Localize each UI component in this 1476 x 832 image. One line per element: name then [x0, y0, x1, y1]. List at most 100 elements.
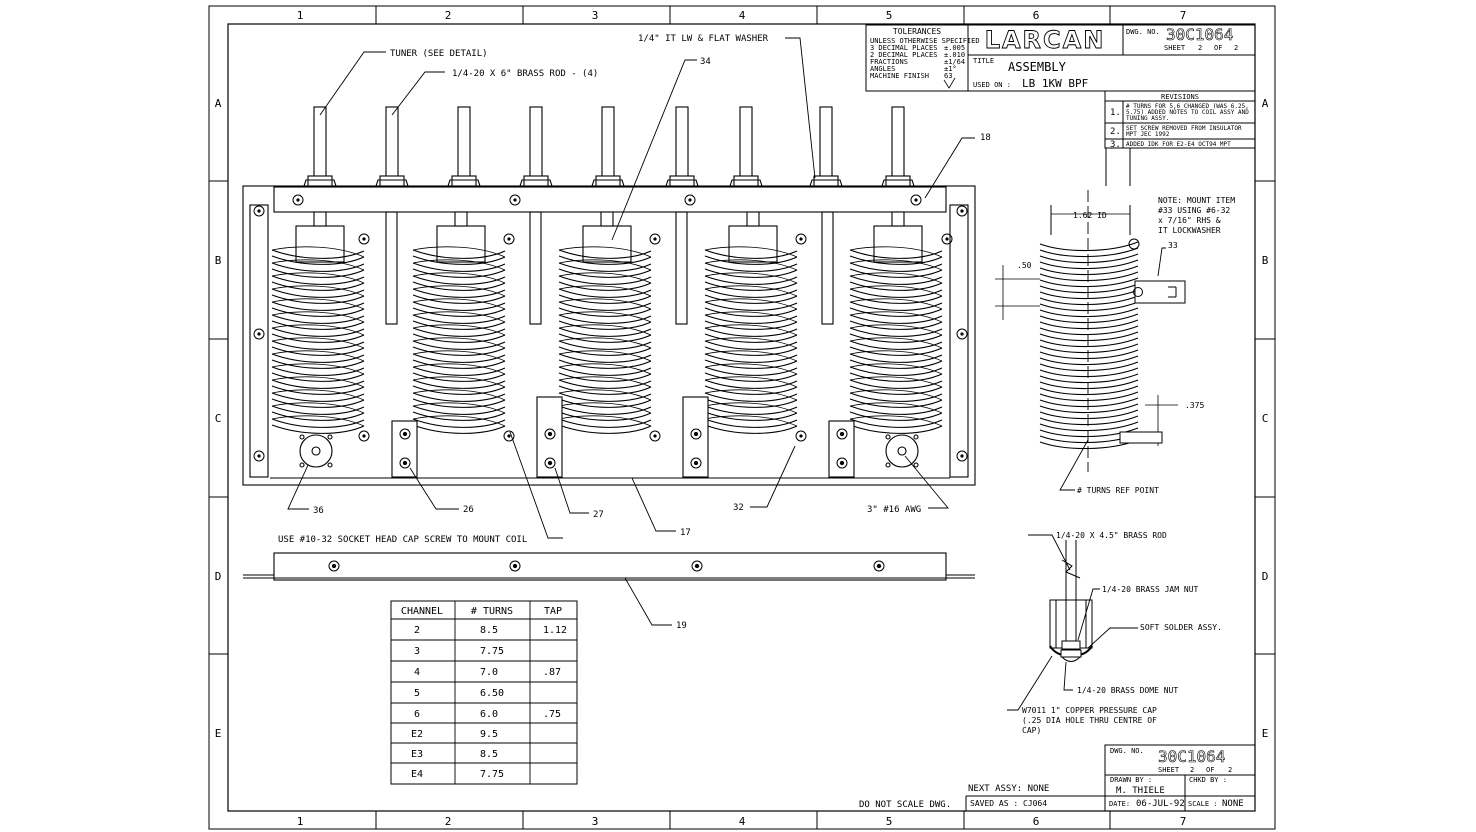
tolerances-line-1: UNLESS OTHERWISE SPECIFIED	[870, 37, 980, 45]
callout-brass-rod: 1/4-20 X 6" BRASS ROD - (4)	[452, 69, 598, 79]
callout-item-36: 36	[313, 506, 324, 516]
title-block-top: LARCAN DWG. NO. 30C1064 SHEET 2 OF 2 TIT…	[967, 24, 1256, 92]
revision-1-line-3: TUNING ASSY.	[1126, 115, 1169, 122]
tuner-cap-line-2: (.25 DIA HOLE THRU CENTRE OF	[1022, 716, 1157, 725]
of-label-bottom: OF	[1206, 766, 1214, 774]
callout-tuner: TUNER (SEE DETAIL)	[390, 49, 488, 59]
table-row-4-turns: 6.50	[480, 688, 504, 699]
table-row-8-channel: E4	[411, 769, 423, 780]
table-header-tap: TAP	[544, 606, 562, 617]
used-on-label: USED ON :	[973, 81, 1011, 89]
main-assembly	[242, 185, 976, 486]
bottom-plate	[243, 552, 975, 581]
table-row-6-channel: E2	[411, 729, 423, 740]
callout-item-18: 18	[980, 133, 991, 143]
coil-id-dimension: 1.62 ID	[1073, 211, 1107, 220]
table-row-8-turns: 7.75	[480, 769, 504, 780]
coil-note-line-3: x 7/16" RHS &	[1158, 216, 1221, 225]
col-label-bottom-7: 7	[1180, 815, 1187, 828]
revision-1-line-2: 5.75) ADDED NOTES TO COIL ASSY AND	[1126, 109, 1249, 116]
col-label-bottom-4: 4	[739, 815, 746, 828]
table-row-7-channel: E3	[411, 749, 423, 760]
callout-item-27: 27	[593, 510, 604, 520]
tuner-jam-nut-label: 1/4-20 BRASS JAM NUT	[1102, 585, 1199, 594]
tuner-cap-line-1: W7011 1" COPPER PRESSURE CAP	[1022, 706, 1157, 715]
drawn-by-label: DRAWN BY :	[1110, 776, 1152, 784]
table-row-6-turns: 9.5	[480, 729, 498, 740]
callout-item-32: 32	[733, 503, 744, 513]
tolerances-title: TOLERANCES	[893, 27, 941, 36]
revision-1-no: 1.	[1110, 108, 1121, 118]
row-label-B: B	[215, 254, 222, 267]
dwg-no-label-bottom: DWG. NO.	[1110, 747, 1144, 755]
row-label-E: E	[215, 727, 222, 740]
tuner-cap-line-3: CAP)	[1022, 726, 1041, 735]
table-row-5-tap: .75	[543, 709, 561, 720]
tolerances-value-4: ±1/64	[944, 58, 965, 66]
row-label-right-D: D	[1262, 570, 1269, 583]
finish-check-icon	[943, 77, 956, 89]
tolerances-line-5: ANGLES	[870, 65, 895, 73]
tap-brackets	[391, 396, 855, 478]
channel-turns-table: CHANNEL # TURNS TAP 2 8.5 1.12 3 7.75 4 …	[390, 600, 578, 785]
scale-value: NONE	[1222, 799, 1244, 809]
table-row-5-channel: 6	[414, 709, 420, 720]
coil-pitch-dimension: .50	[1017, 261, 1032, 270]
col-label-4: 4	[739, 9, 746, 22]
table-row-5-turns: 6.0	[480, 709, 498, 720]
coil-detail: 1.62 ID .50 33 NOTE: MOUNT ITEM #33 USIN…	[995, 148, 1235, 495]
of-label-top: OF	[1214, 44, 1222, 52]
tuner-detail: 1/4-20 X 4.5" BRASS ROD 1/4-20 BRASS JAM…	[1007, 531, 1222, 735]
row-label-right-B: B	[1262, 254, 1269, 267]
tuner-rod-label: 1/4-20 X 4.5" BRASS ROD	[1056, 531, 1167, 540]
sheet-value-bottom: 2	[1190, 766, 1194, 774]
checked-by-label: CHKD BY :	[1189, 776, 1227, 784]
tolerances-line-4: FRACTIONS	[870, 58, 908, 66]
table-row-2-channel: 3	[414, 646, 420, 657]
drawing-frame: 1 2 3 4 5 6 7 1 2 3 4 5 6 7 A B C D E A …	[208, 5, 1276, 830]
revisions-block: REVISIONS 1. # TURNS FOR 5,6 CHANGED (WA…	[1104, 90, 1256, 150]
of-value-bottom: 2	[1228, 766, 1232, 774]
row-label-right-A: A	[1262, 97, 1269, 110]
drawn-by-value: M. THIELE	[1116, 786, 1165, 796]
callout-washer: 1/4" IT LW & FLAT WASHER	[638, 34, 769, 44]
col-label-5: 5	[886, 9, 893, 22]
of-value-top: 2	[1234, 44, 1238, 52]
col-label-bottom-6: 6	[1033, 815, 1040, 828]
callout-labels: TUNER (SEE DETAIL) 1/4-20 X 6" BRASS ROD…	[278, 34, 991, 631]
do-not-scale: DO NOT SCALE DWG.	[859, 800, 951, 810]
title-block-bottom: NEXT ASSY: NONE DO NOT SCALE DWG. SAVED …	[859, 744, 1256, 812]
saved-as: SAVED AS : CJ064	[970, 799, 1047, 808]
detail-coil-turns	[1039, 238, 1140, 450]
title-label: TITLE	[973, 57, 994, 65]
leader-lines	[287, 37, 975, 626]
table-row-1-turns: 8.5	[480, 625, 498, 636]
table-row-1-tap: 1.12	[543, 625, 567, 636]
callout-cap-screw: USE #10-32 SOCKET HEAD CAP SCREW TO MOUN…	[278, 535, 527, 545]
col-label-bottom-5: 5	[886, 815, 893, 828]
table-row-3-tap: .87	[543, 667, 561, 678]
col-label-2: 2	[445, 9, 452, 22]
coil-item-33: 33	[1168, 241, 1178, 250]
tolerances-value-6: 63	[944, 72, 952, 80]
tolerances-line-2: 3 DECIMAL PLACES	[870, 44, 937, 52]
table-row-7-turns: 8.5	[480, 749, 498, 760]
revisions-header: REVISIONS	[1161, 93, 1199, 101]
callout-wire: 3" #16 AWG	[867, 505, 921, 515]
revision-2-line-1: SET SCREW REMOVED FROM INSULATOR	[1126, 125, 1242, 132]
tolerances-value-2: ±.005	[944, 44, 965, 52]
row-label-C: C	[215, 412, 222, 425]
date-value: 06-JUL-92	[1136, 799, 1185, 809]
tuner-dome-nut-label: 1/4-20 BRASS DOME NUT	[1077, 686, 1178, 695]
col-label-1: 1	[297, 9, 304, 22]
tolerances-value-5: ±1°	[944, 65, 957, 73]
drawing-title: ASSEMBLY	[1008, 60, 1067, 74]
tolerances-value-3: ±.010	[944, 51, 965, 59]
col-label-bottom-1: 1	[297, 815, 304, 828]
used-on-value: LB 1KW BPF	[1022, 77, 1088, 90]
callout-item-19: 19	[676, 621, 687, 631]
tolerances-line-6: MACHINE FINISH	[870, 72, 929, 80]
table-header-channel: CHANNEL	[401, 606, 443, 617]
table-row-3-turns: 7.0	[480, 667, 498, 678]
